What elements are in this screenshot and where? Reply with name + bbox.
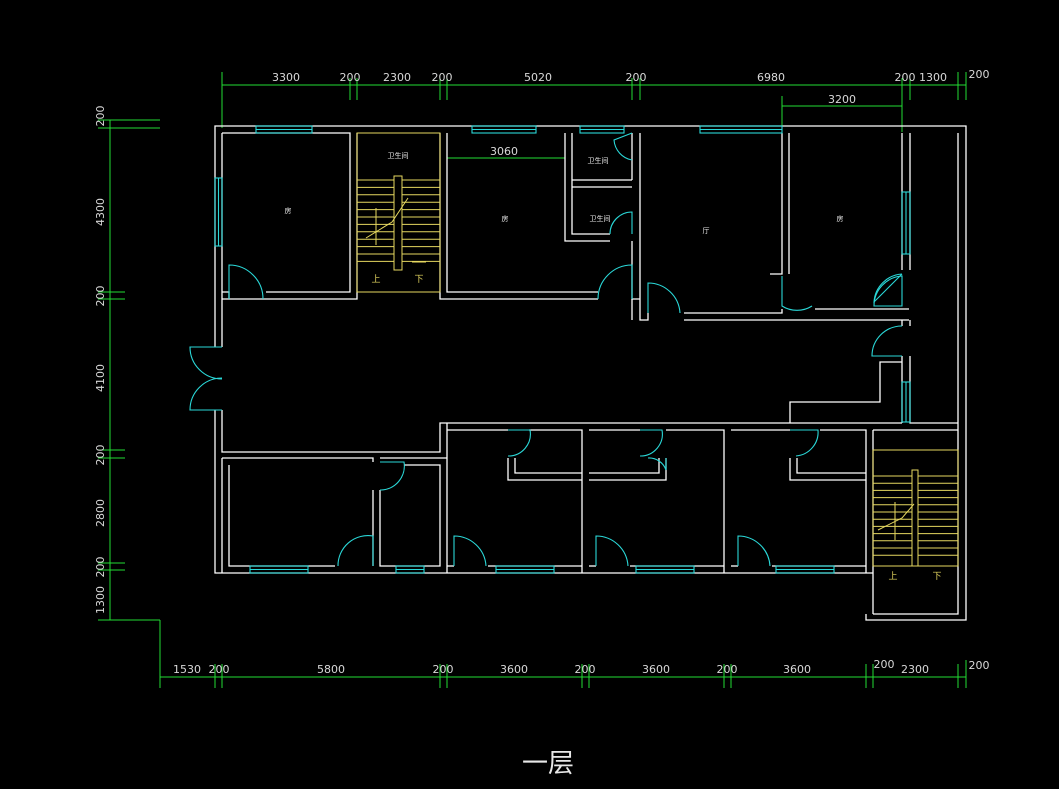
stair-top-up-label: 上 xyxy=(371,274,380,285)
stair-top-down-label: 下 xyxy=(414,275,423,285)
stair-direction-labels: 上 下 上 下 xyxy=(371,274,941,582)
room-a-label: 房 xyxy=(285,206,292,215)
dim-left-8: 1300 xyxy=(94,586,107,614)
dim-left-6: 2800 xyxy=(94,499,107,527)
dim-top-7: 6980 xyxy=(757,71,785,84)
dim-left-4: 4100 xyxy=(94,364,107,392)
stair-top xyxy=(356,132,441,293)
room-labels: 卫生间 卫生间 卫生间 房 房 厅 房 xyxy=(285,151,844,235)
dim-bottom-6: 200 xyxy=(575,663,596,676)
top-dimension-labels: 3300 200 2300 200 5020 200 6980 200 1300… xyxy=(272,68,990,158)
dim-top-4: 200 xyxy=(432,71,453,84)
stair-bottom xyxy=(872,449,959,567)
dim-top-2: 200 xyxy=(340,71,361,84)
room-b-label: 房 xyxy=(502,214,509,223)
doors xyxy=(189,132,903,567)
dim-left-1: 200 xyxy=(94,106,107,127)
room-d-label: 房 xyxy=(837,214,844,223)
dim-top-inner: 3200 xyxy=(828,93,856,106)
dim-bottom-8: 200 xyxy=(717,663,738,676)
dim-top-3: 2300 xyxy=(383,71,411,84)
dim-bottom-2: 200 xyxy=(209,663,230,676)
bottom-dimension-labels: 1530 200 5800 200 3600 200 3600 200 3600… xyxy=(173,658,990,676)
walls xyxy=(214,125,967,621)
dim-bottom-1: 1530 xyxy=(173,663,201,676)
dim-top-8: 200 xyxy=(895,71,916,84)
dim-top-10: 200 xyxy=(969,68,990,81)
dim-bottom-7: 3600 xyxy=(642,663,670,676)
dim-left-5: 200 xyxy=(94,445,107,466)
stair-bottom-up-label: 上 xyxy=(888,571,897,582)
left-dimension-labels: 200 4300 200 4100 200 2800 200 1300 xyxy=(94,106,107,615)
dim-bottom-4: 200 xyxy=(433,663,454,676)
dim-top-9: 1300 xyxy=(919,71,947,84)
windows xyxy=(214,125,911,574)
dimension-lines xyxy=(98,72,967,688)
bathroom-1-label: 卫生间 xyxy=(588,156,609,165)
stair-bottom-down-label: 下 xyxy=(932,572,941,582)
dim-top-6: 200 xyxy=(626,71,647,84)
room-c-label: 厅 xyxy=(703,227,710,235)
dim-bottom-5: 3600 xyxy=(500,663,528,676)
dim-top-1: 3300 xyxy=(272,71,300,84)
dim-bottom-11: 2300 xyxy=(901,663,929,676)
dim-corridor-inner: 3060 xyxy=(490,145,518,158)
dim-bottom-10: 200 xyxy=(874,658,895,671)
bathroom-2-label: 卫生间 xyxy=(590,214,611,223)
dim-bottom-12: 200 xyxy=(969,659,990,672)
dim-top-5: 5020 xyxy=(524,71,552,84)
stair-top-label: 卫生间 xyxy=(388,151,409,160)
drawing-title: 一层 xyxy=(522,749,574,779)
dim-bottom-3: 5800 xyxy=(317,663,345,676)
dim-left-2: 4300 xyxy=(94,198,107,226)
dim-left-7: 200 xyxy=(94,557,107,578)
dim-left-3: 200 xyxy=(94,286,107,307)
dim-bottom-9: 3600 xyxy=(783,663,811,676)
